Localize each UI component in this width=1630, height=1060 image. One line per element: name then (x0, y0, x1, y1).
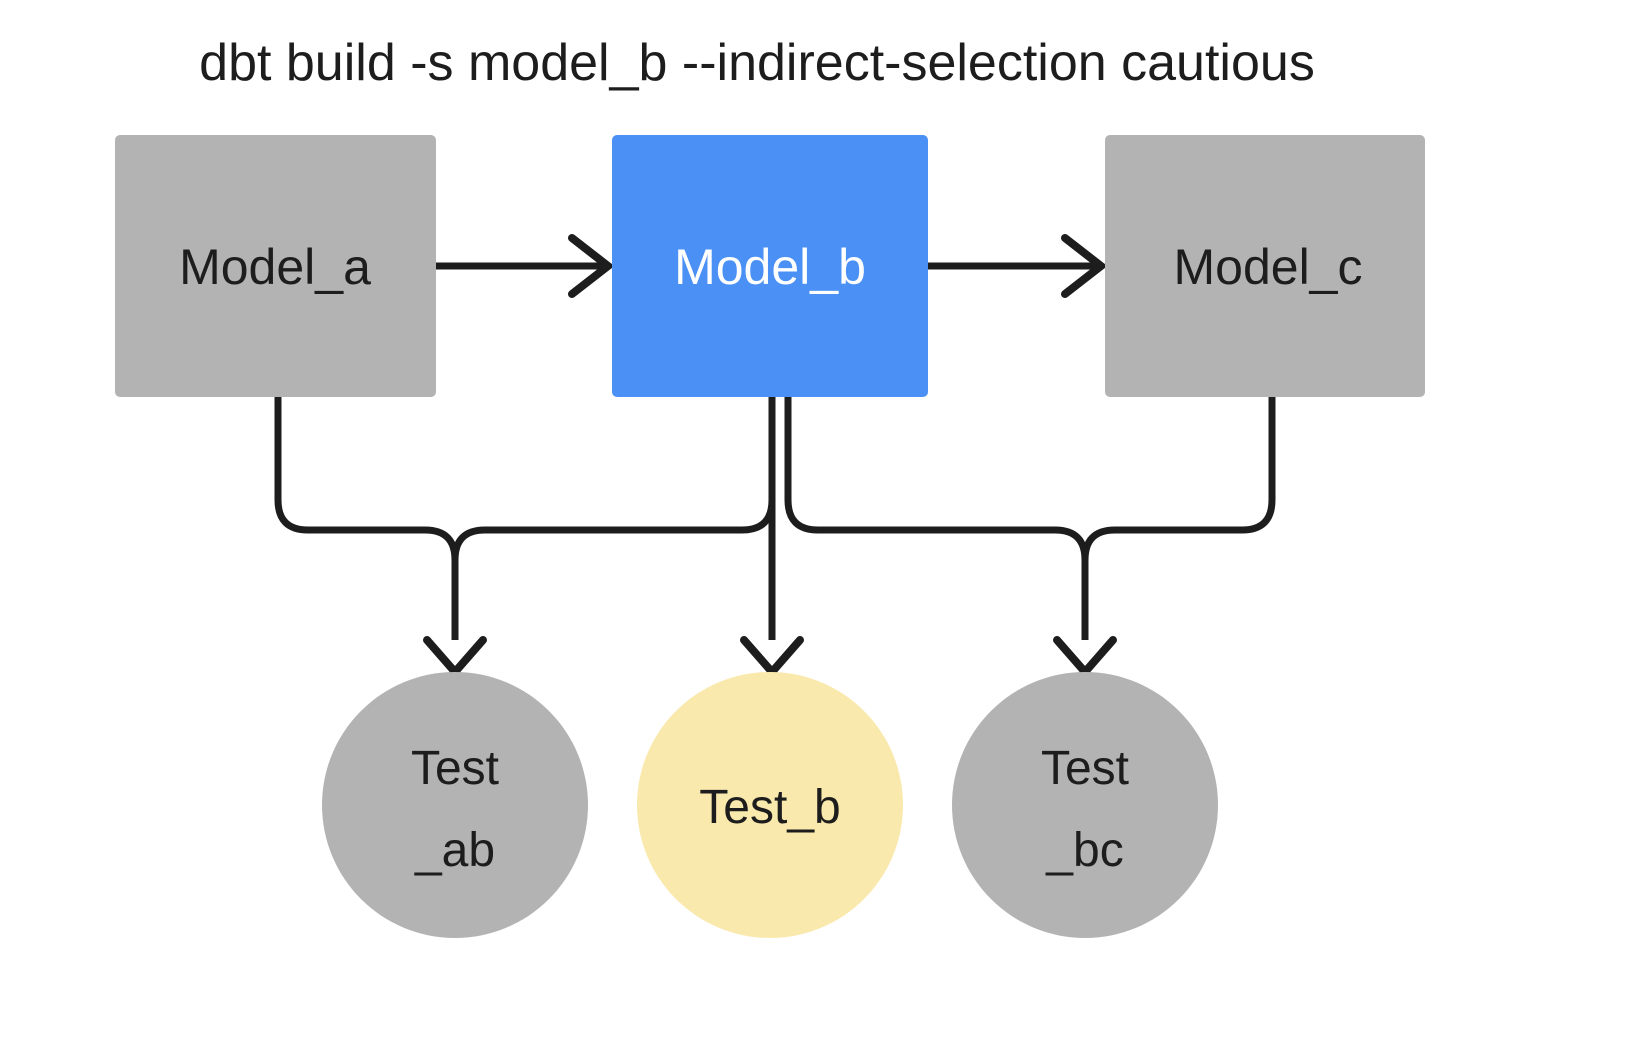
model-a-label: Model_a (179, 239, 371, 295)
model-node-model-c[interactable]: Model_c (1105, 135, 1425, 397)
model-node-model-a[interactable]: Model_a (115, 135, 436, 397)
test-bc-circle[interactable] (952, 672, 1218, 938)
test-b-label-line1: Test_b (699, 781, 840, 834)
test-ab-circle[interactable] (322, 672, 588, 938)
test-ab-label-line1: Test (411, 742, 499, 795)
model-b-label: Model_b (674, 239, 866, 295)
test-ab-label-line2: _ab (414, 824, 495, 877)
edge-model-b-to-test-bc (784, 397, 1089, 620)
edge-model-b-to-test-b (740, 397, 804, 679)
model-c-box[interactable] (1105, 135, 1425, 397)
test-bc-label-line1: Test (1041, 742, 1129, 795)
edge-model-c-to-test-bc (1053, 397, 1276, 679)
model-a-box[interactable] (115, 135, 436, 397)
test-b-circle[interactable] (637, 672, 903, 938)
test-bc-label-line2: _bc (1045, 824, 1123, 877)
model-b-box[interactable] (612, 135, 928, 397)
edge-model-a-to-test-ab (274, 397, 487, 679)
test-node-test-ab[interactable]: Test _ab (322, 672, 588, 938)
arrow-head-icon (740, 636, 804, 679)
edge-model-b-to-model-c (928, 234, 1108, 298)
test-node-test-b[interactable]: Test_b (637, 672, 903, 938)
model-node-model-b[interactable]: Model_b (612, 135, 928, 397)
model-c-label: Model_c (1174, 239, 1363, 295)
diagram-title: dbt build -s model_b --indirect-selectio… (199, 34, 1315, 92)
arrow-head-icon (1053, 636, 1117, 679)
arrow-head-icon (568, 234, 615, 298)
arrow-head-icon (423, 636, 487, 679)
edge-model-a-to-model-b (436, 234, 615, 298)
test-node-test-bc[interactable]: Test _bc (952, 672, 1218, 938)
arrow-head-icon (1061, 234, 1108, 298)
edge-model-b-to-test-ab (451, 397, 776, 620)
